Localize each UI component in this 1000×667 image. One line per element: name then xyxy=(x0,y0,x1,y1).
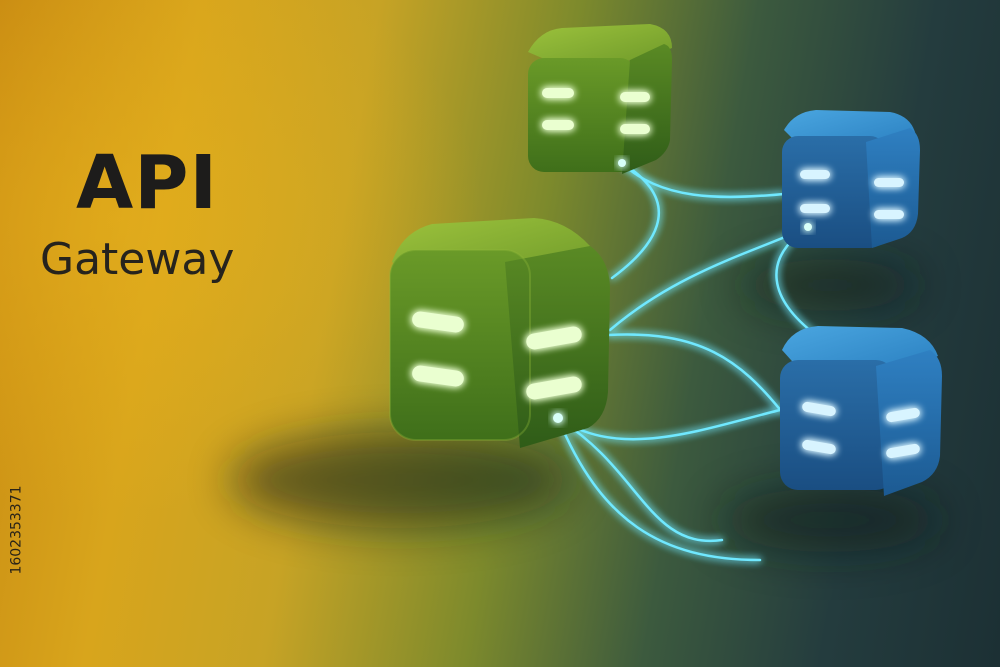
cube-shadows xyxy=(230,259,940,552)
green-cube-large xyxy=(389,218,610,448)
cable xyxy=(610,161,660,280)
green-cube-top xyxy=(528,24,672,174)
cable xyxy=(606,333,784,414)
stock-id-label: 1602353371 xyxy=(6,430,28,630)
heading-title: API xyxy=(76,140,219,226)
heading-subtitle: Gateway xyxy=(40,234,235,285)
blue-cube-upper xyxy=(782,110,920,248)
stock-id-text: 1602353371 xyxy=(9,485,26,575)
blue-cube-lower xyxy=(780,326,942,496)
cable xyxy=(620,161,786,199)
cable xyxy=(556,416,762,562)
glowing-cables xyxy=(556,161,818,562)
cable xyxy=(558,418,724,543)
cable xyxy=(556,408,782,441)
